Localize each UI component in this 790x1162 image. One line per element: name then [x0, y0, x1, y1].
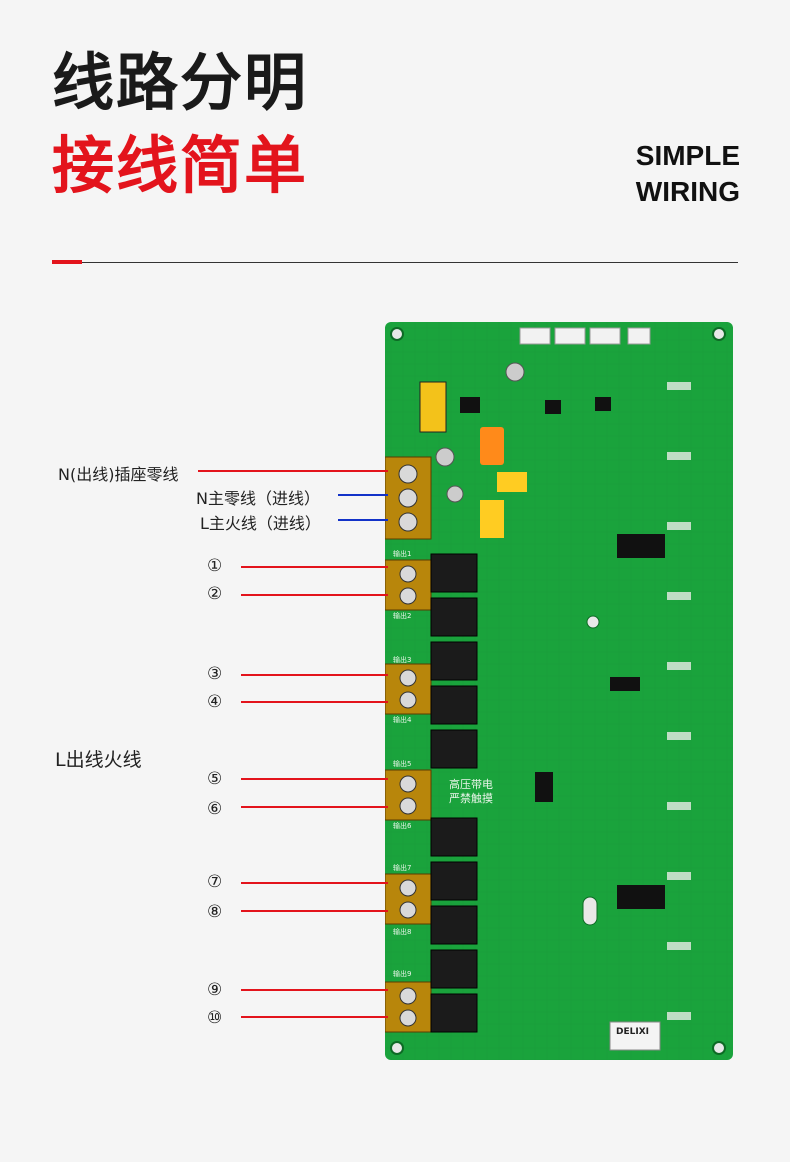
- output-terminal-block: [385, 663, 432, 715]
- output-number-4: ④: [207, 692, 223, 712]
- output-number-8: ⑧: [207, 902, 223, 922]
- output-terminal-block: [385, 559, 432, 611]
- relay-column: [430, 553, 478, 1033]
- connector: [519, 327, 551, 345]
- output-terminal-block: [385, 769, 432, 821]
- ic-chip: [617, 534, 665, 558]
- mount-hole: [390, 1041, 404, 1055]
- leader-line-out-8: [241, 910, 388, 912]
- output-number-1: ①: [207, 556, 223, 576]
- out-label: 输出2: [393, 611, 411, 620]
- board-warning-text: 高压带电: [449, 777, 493, 791]
- ic-chip: [610, 677, 640, 691]
- output-number-9: ⑨: [207, 980, 223, 1000]
- label-n-main-in: N主零线（进线）: [196, 489, 320, 508]
- heading-line2: 接线简单: [52, 129, 309, 202]
- component: [480, 500, 504, 538]
- label-l-out: L出线火线: [55, 749, 142, 771]
- leader-line-n-out: [198, 470, 388, 472]
- leader-line-out-6: [241, 806, 388, 808]
- mount-hole: [712, 327, 726, 341]
- pcb-board-image: 高压带电 严禁触摸 DELIXI 输出1 输出2 输出3 输出4 输出5 输出6…: [385, 322, 733, 1060]
- out-label: 输出4: [393, 715, 412, 724]
- mount-hole: [712, 1041, 726, 1055]
- divider-line: [52, 262, 738, 263]
- output-terminal-block: [385, 873, 432, 925]
- out-label: 输出1: [393, 549, 411, 558]
- led-slot-column: [667, 382, 691, 1020]
- out-label: 输出7: [393, 863, 411, 872]
- ic-chip: [617, 885, 665, 909]
- connector: [554, 327, 586, 345]
- leader-line-l-in: [338, 519, 388, 521]
- main-terminal-block: [385, 456, 432, 540]
- component: [497, 472, 527, 492]
- leader-line-out-1: [241, 566, 388, 568]
- leader-line-out-7: [241, 882, 388, 884]
- out-label: 输出3: [393, 655, 411, 664]
- connector: [627, 327, 651, 345]
- capacitor: [480, 427, 504, 465]
- out-label: 输出6: [393, 821, 412, 830]
- output-number-5: ⑤: [207, 769, 223, 789]
- board-warning-text: 严禁触摸: [449, 791, 493, 805]
- transformer: [419, 381, 447, 433]
- divider-accent: [52, 260, 82, 264]
- leader-line-out-10: [241, 1016, 388, 1018]
- out-label: 输出8: [393, 927, 411, 936]
- english-heading: SIMPLE WIRING: [636, 138, 740, 210]
- output-number-7: ⑦: [207, 872, 223, 892]
- output-number-6: ⑥: [207, 799, 223, 819]
- output-number-10: ⑩: [207, 1008, 223, 1028]
- output-number-2: ②: [207, 584, 223, 604]
- out-label: 输出9: [393, 969, 411, 978]
- brand-text: DELIXI: [616, 1027, 649, 1037]
- leader-line-n-in: [338, 494, 388, 496]
- leader-line-out-5: [241, 778, 388, 780]
- leader-line-out-4: [241, 701, 388, 703]
- heading-line1: 线路分明: [52, 46, 309, 119]
- leader-line-out-3: [241, 674, 388, 676]
- brand-label: [609, 1021, 661, 1051]
- english-heading-line2: WIRING: [635, 176, 740, 207]
- leader-line-out-2: [241, 594, 388, 596]
- leader-line-out-9: [241, 989, 388, 991]
- connector: [589, 327, 621, 345]
- output-number-3: ③: [207, 664, 223, 684]
- english-heading-line1: SIMPLE: [635, 140, 740, 171]
- output-terminal-block: [385, 981, 432, 1033]
- label-l-main-in: L主火线（进线）: [200, 514, 321, 533]
- label-n-out-socket: N(出线)插座零线: [58, 465, 179, 484]
- mount-hole: [390, 327, 404, 341]
- out-label: 输出5: [393, 759, 411, 768]
